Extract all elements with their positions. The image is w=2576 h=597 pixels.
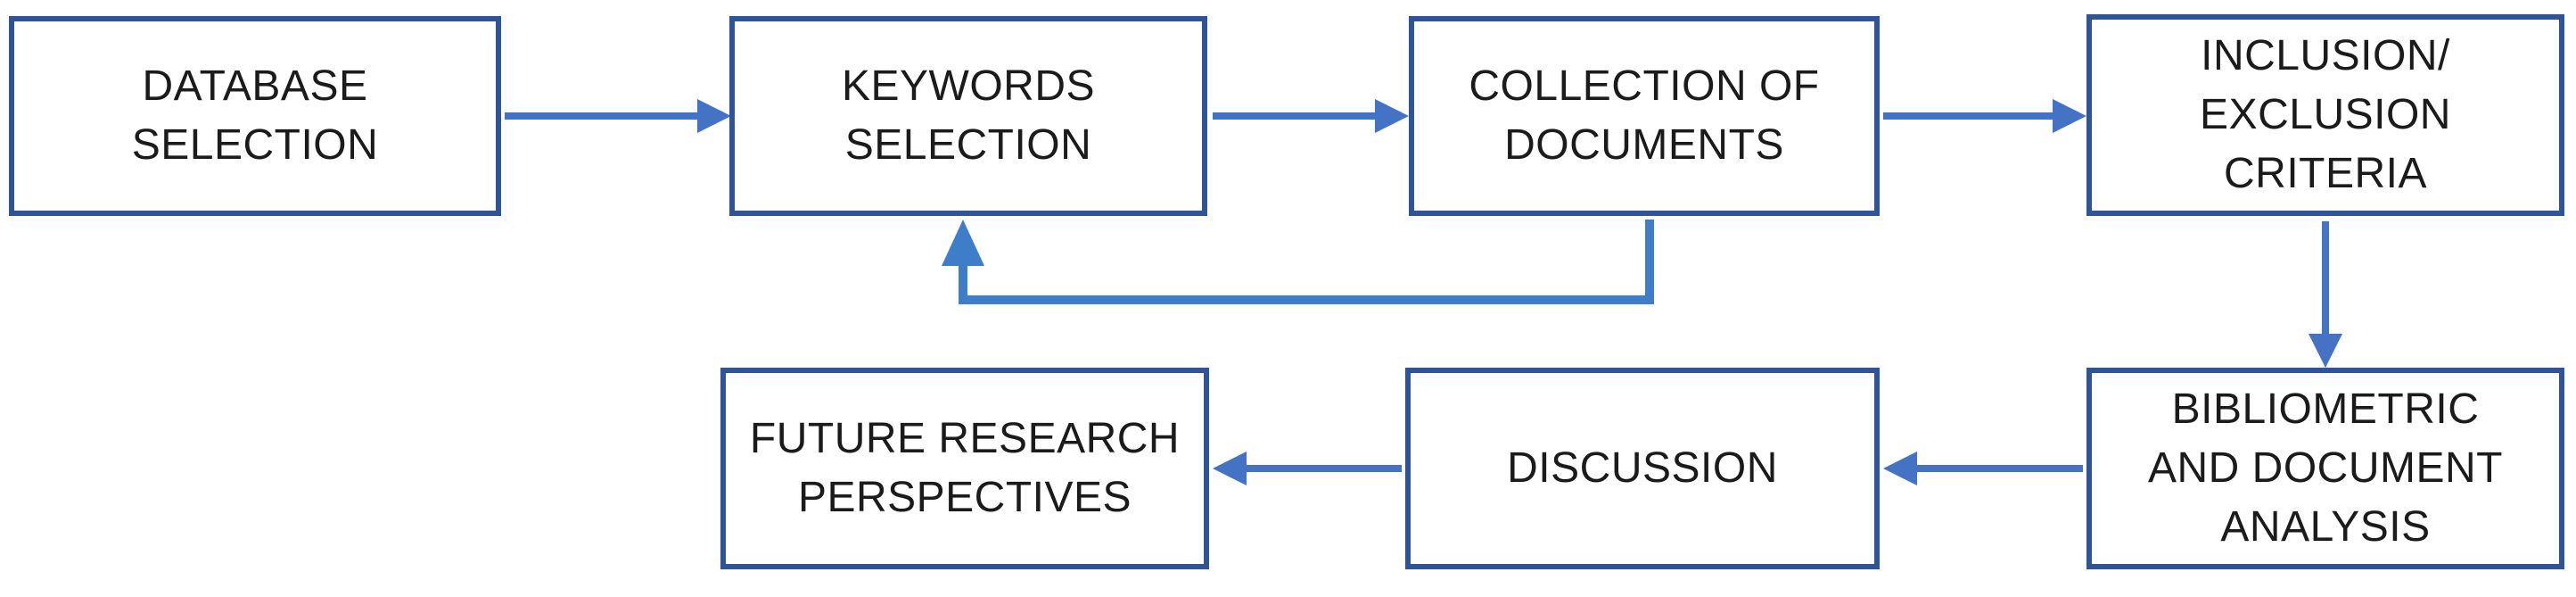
node-label: DATABASE SELECTION [132, 57, 379, 175]
arrowhead-right-icon [2053, 99, 2086, 133]
loop-shaft [959, 220, 1654, 304]
node-label-line: FUTURE RESEARCH [749, 415, 1181, 462]
arrow-database-to-keywords [505, 99, 731, 133]
node-label-line: DOCUMENTS [1504, 121, 1784, 169]
node-bibliometric-and-document-analysis: BIBLIOMETRIC AND DOCUMENT ANALYSIS [2086, 368, 2564, 569]
arrow-bibliometric-to-discussion [1883, 452, 2083, 485]
node-label: DISCUSSION [1507, 439, 1778, 498]
arrow-collection-to-inclusion [1883, 99, 2086, 133]
node-label: FUTURE RESEARCH PERSPECTIVES [750, 410, 1180, 527]
node-inclusion-exclusion-criteria: INCLUSION/ EXCLUSION CRITERIA [2086, 14, 2564, 216]
arrow-keywords-to-collection [1213, 99, 1409, 133]
node-label: INCLUSION/ EXCLUSION CRITERIA [2200, 27, 2451, 203]
feedback-loop-collection-to-keywords [942, 220, 1654, 304]
node-label: BIBLIOMETRIC AND DOCUMENT ANALYSIS [2148, 380, 2503, 557]
node-label-line: BIBLIOMETRIC [2171, 386, 2480, 433]
arrowhead-up-icon [942, 220, 984, 266]
arrowhead-right-icon [1375, 99, 1409, 133]
node-future-research-perspectives: FUTURE RESEARCH PERSPECTIVES [720, 368, 1209, 569]
node-discussion: DISCUSSION [1405, 368, 1880, 569]
arrowhead-left-icon [1213, 452, 1247, 485]
node-label-line: SELECTION [844, 121, 1092, 169]
node-label-line: ANALYSIS [2220, 503, 2431, 551]
node-collection-of-documents: COLLECTION OF DOCUMENTS [1409, 16, 1880, 216]
node-label-line: COLLECTION OF [1469, 62, 1820, 110]
node-label: COLLECTION OF DOCUMENTS [1469, 57, 1819, 175]
arrowhead-down-icon [2309, 334, 2342, 368]
arrow-discussion-to-future [1213, 452, 1402, 485]
node-label-line: SELECTION [131, 121, 379, 169]
node-label-line: AND DOCUMENT [2148, 444, 2503, 492]
node-label-line: INCLUSION/ [2201, 32, 2450, 79]
node-label-line: KEYWORDS [841, 62, 1096, 110]
node-label-line: EXCLUSION [2200, 91, 2451, 138]
node-label: KEYWORDS SELECTION [842, 57, 1095, 175]
arrowhead-left-icon [1883, 452, 1917, 485]
arrowhead-right-icon [697, 99, 731, 133]
node-label-line: PERSPECTIVES [797, 474, 1132, 521]
node-database-selection: DATABASE SELECTION [9, 16, 501, 216]
node-keywords-selection: KEYWORDS SELECTION [729, 16, 1207, 216]
node-label-line: CRITERIA [2223, 150, 2427, 197]
arrow-inclusion-to-bibliometric [2309, 221, 2342, 368]
node-label-line: DATABASE [142, 62, 368, 110]
node-label-line: DISCUSSION [1507, 444, 1778, 492]
